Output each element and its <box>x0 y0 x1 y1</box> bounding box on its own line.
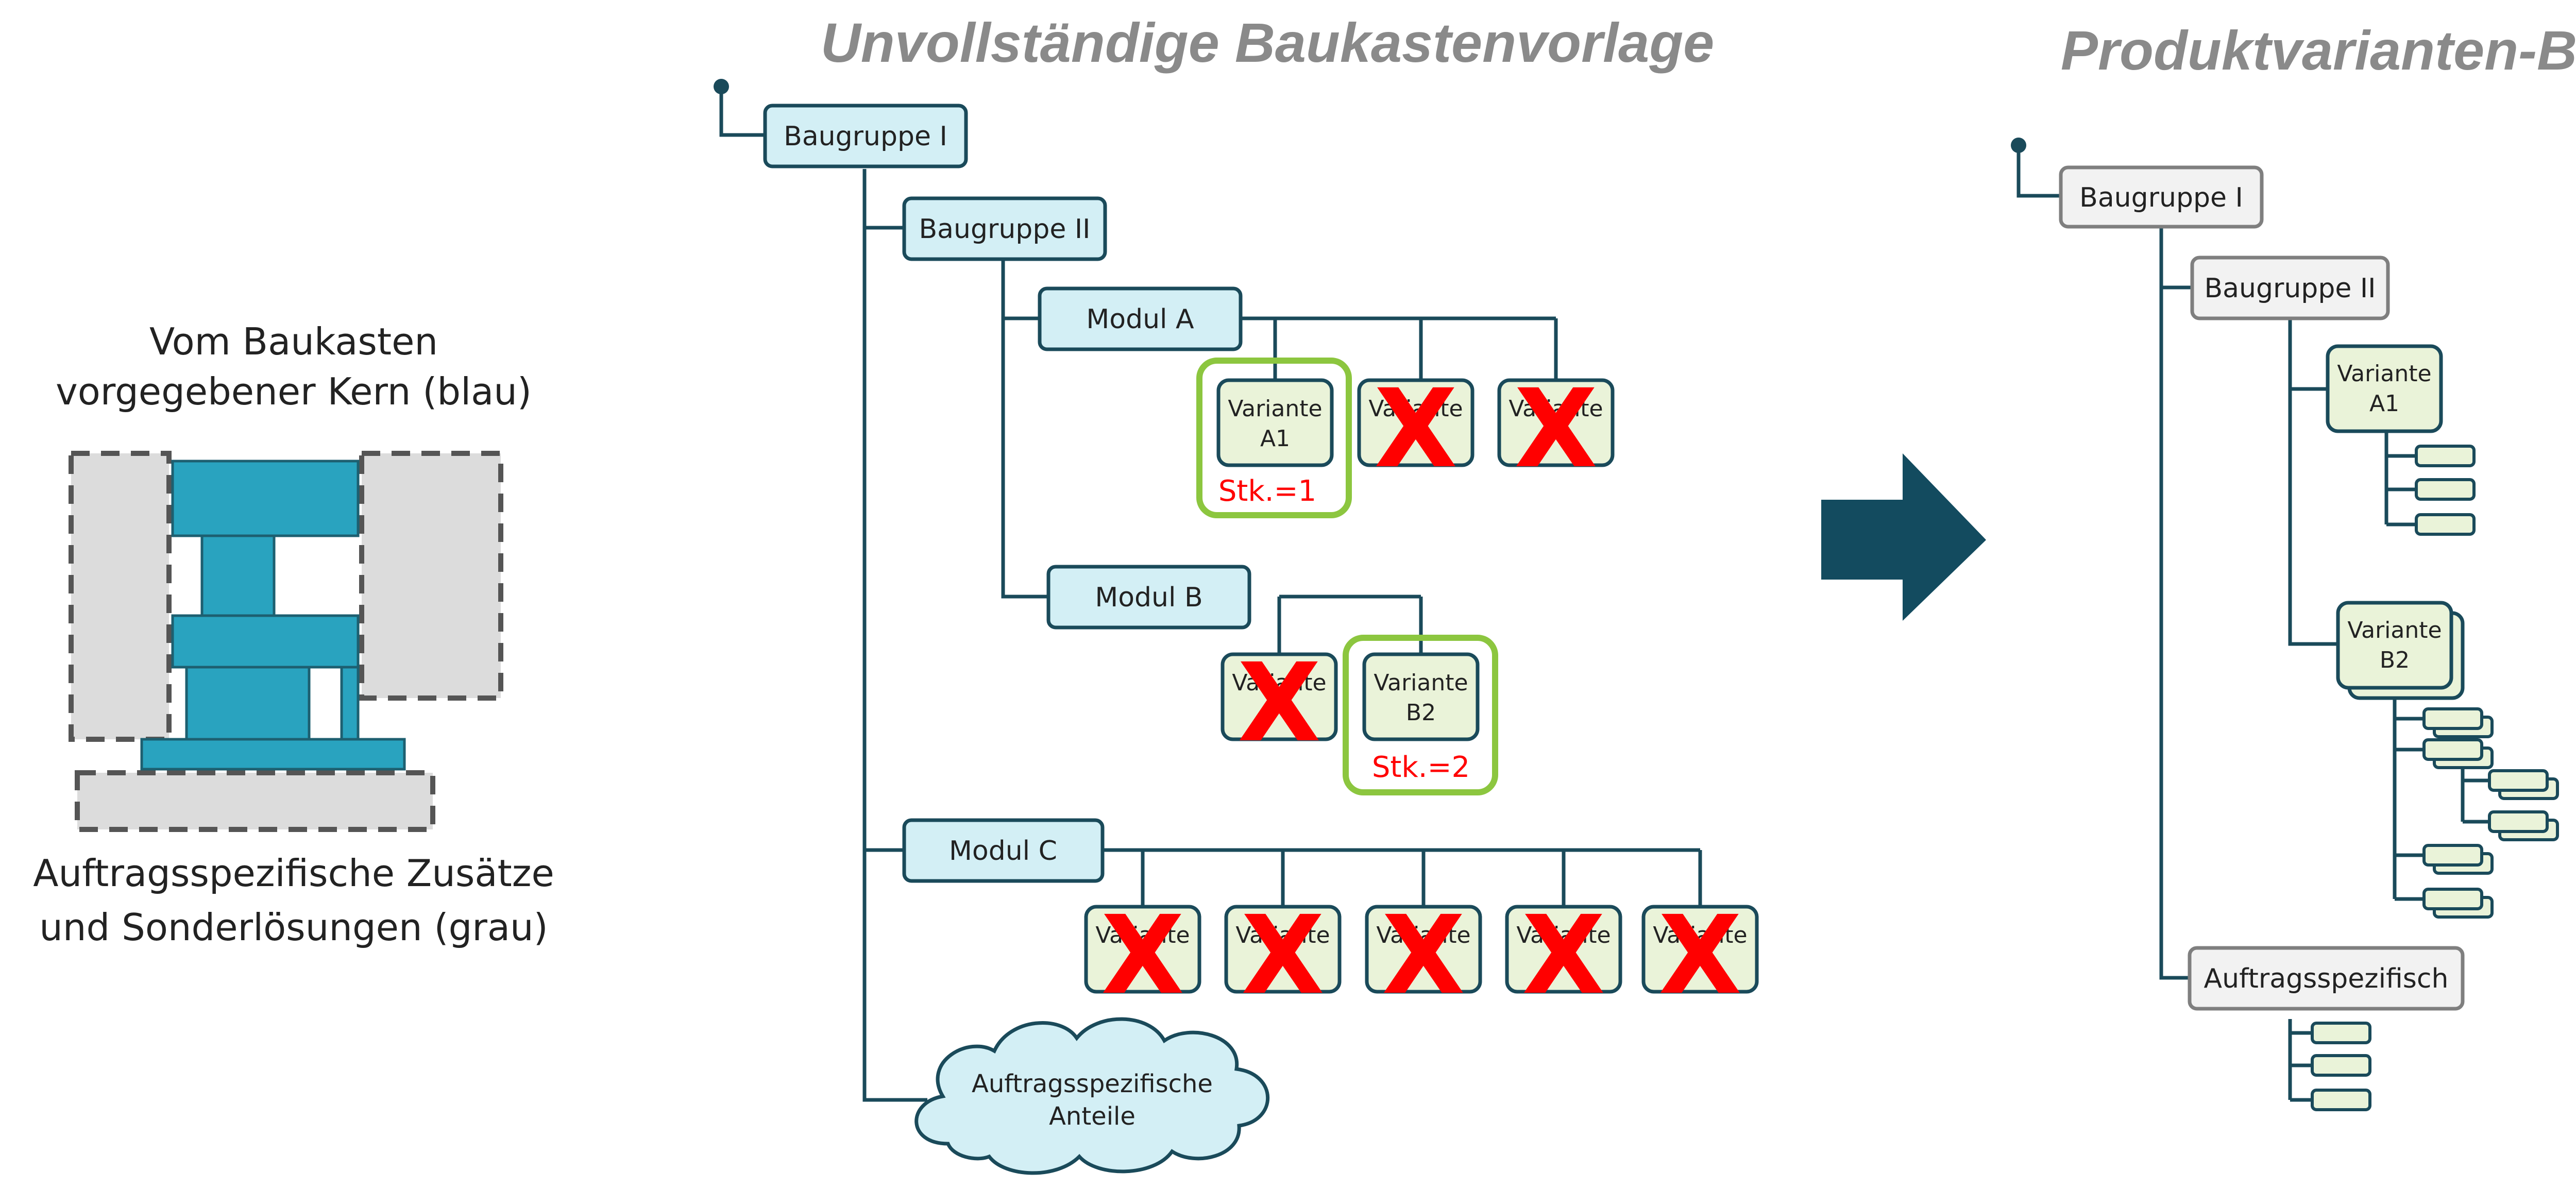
template-modul-b[interactable]: Modul B <box>1046 565 1251 630</box>
template-baugruppe-1-label: Baugruppe I <box>784 121 947 152</box>
template-root-dot <box>714 79 729 94</box>
template-variant-a1-word: Variante <box>1228 396 1322 422</box>
template-variant-b2[interactable]: Variante B2 Stk.=2 <box>1343 635 1498 795</box>
bom-baugruppe-2-label: Baugruppe II <box>2204 273 2376 304</box>
bom-baugruppe-2[interactable]: Baugruppe II <box>2190 256 2390 320</box>
template-variant-b2-word: Variante <box>1374 670 1468 696</box>
bom-a1-part-3[interactable] <box>2415 513 2476 536</box>
transform-arrow-icon <box>1821 453 1986 621</box>
template-modul-a-label: Modul A <box>1086 304 1194 335</box>
bom-variant-a1-code: A1 <box>2369 391 2399 417</box>
template-variant-a3-rejected[interactable]: Variante X <box>1497 366 1615 492</box>
bom-baugruppe-1-label: Baugruppe I <box>2079 182 2243 213</box>
template-modul-c-label: Modul C <box>949 836 1057 867</box>
bom-b2-subpart-2[interactable] <box>2488 810 2559 841</box>
template-variant-c2-word: Variante <box>1235 922 1330 948</box>
bom-variant-a1-word: Variante <box>2337 361 2431 387</box>
template-variant-a2-word: Variante <box>1368 396 1463 422</box>
template-variant-c1-word: Variante <box>1095 922 1190 948</box>
template-variant-c5-word: Variante <box>1653 922 1747 948</box>
grey-addition-base <box>75 770 435 832</box>
template-variant-a3-reject-x: X <box>1514 366 1598 492</box>
cloud-label-line2: Anteile <box>1049 1102 1136 1131</box>
template-modul-b-label: Modul B <box>1095 582 1202 613</box>
core-caption-line2: vorgegebener Kern (blau) <box>56 370 532 413</box>
bom-order-part-2[interactable] <box>2311 1054 2371 1077</box>
bom-b2-part-4[interactable] <box>2422 888 2494 919</box>
template-qty-a1: Stk.=1 <box>1218 474 1316 508</box>
bom-variant-b2[interactable]: Variante B2 <box>2336 601 2465 700</box>
bom-order-specific[interactable]: Auftragsspezifisch <box>2188 946 2465 1011</box>
bom-order-specific-label: Auftragsspezifisch <box>2204 963 2449 994</box>
template-baugruppe-2[interactable]: Baugruppe II <box>902 196 1107 261</box>
template-connectors <box>719 87 1702 1102</box>
template-variant-b1-rejected[interactable]: Variante X <box>1221 640 1338 766</box>
template-variant-b2-code: B2 <box>1406 700 1436 726</box>
template-modul-a[interactable]: Modul A <box>1038 286 1243 351</box>
template-modul-c[interactable]: Modul C <box>902 818 1105 883</box>
template-title: Unvollständige Baukastenvorlage <box>821 11 1715 74</box>
template-variant-b1-reject-x: X <box>1238 640 1321 766</box>
template-qty-b2: Stk.=2 <box>1372 751 1470 784</box>
bom-order-part-1[interactable] <box>2311 1022 2371 1044</box>
bom-tree: Produktvarianten-BOM <box>2011 19 2576 1111</box>
template-variant-b1-word: Variante <box>1232 670 1326 696</box>
template-order-specific-cloud[interactable]: Auftragsspezifische Anteile <box>914 1017 1270 1175</box>
template-variant-c2-rejected[interactable]: Variante X <box>1224 892 1342 1019</box>
core-machine-icon <box>140 460 406 771</box>
bom-title: Produktvarianten-BOM <box>2061 19 2576 81</box>
template-variant-c2-reject-x: X <box>1241 892 1325 1019</box>
template-variant-c3-word: Variante <box>1376 922 1470 948</box>
template-variant-c5-reject-x: X <box>1658 892 1742 1019</box>
bom-a1-part-1[interactable] <box>2415 445 2476 467</box>
template-baugruppe-2-label: Baugruppe II <box>919 214 1090 245</box>
bom-order-part-3[interactable] <box>2311 1089 2371 1111</box>
grey-addition-right <box>359 451 503 701</box>
bom-variant-b2-code: B2 <box>2380 647 2410 673</box>
bom-variant-b2-word: Variante <box>2347 617 2442 643</box>
template-baugruppe-1[interactable]: Baugruppe I <box>763 104 968 168</box>
bom-b2-subpart-1[interactable] <box>2488 769 2559 800</box>
template-tree: Unvollständige Baukastenvorlage <box>714 11 1759 1175</box>
template-variant-a1-code: A1 <box>1260 426 1290 452</box>
bom-baugruppe-1[interactable]: Baugruppe I <box>2059 165 2264 229</box>
template-variant-a2-reject-x: X <box>1374 366 1458 492</box>
template-variant-a1[interactable]: Variante A1 Stk.=1 <box>1196 358 1352 518</box>
template-variant-c1-rejected[interactable]: Variante X <box>1084 892 1201 1019</box>
bom-connectors <box>2016 145 2489 1102</box>
template-variant-c1-reject-x: X <box>1101 892 1184 1019</box>
template-variant-c4-word: Variante <box>1516 922 1611 948</box>
cloud-label-line1: Auftragsspezifische <box>972 1070 1213 1098</box>
bom-b2-part-1[interactable] <box>2422 707 2494 738</box>
template-variant-a3-word: Variante <box>1509 396 1603 422</box>
bom-root-dot <box>2011 138 2026 153</box>
bom-a1-part-2[interactable] <box>2415 478 2476 501</box>
bom-b2-part-3[interactable] <box>2422 844 2494 875</box>
extras-caption-line2: und Sonderlösungen (grau) <box>39 906 548 949</box>
template-variant-c4-rejected[interactable]: Variante X <box>1505 892 1622 1019</box>
left-panel: Vom Baukasten vorgegebener Kern (blau) A… <box>33 320 554 949</box>
template-variant-c3-rejected[interactable]: Variante X <box>1365 892 1482 1019</box>
core-caption-line1: Vom Baukasten <box>149 320 438 363</box>
template-variant-c3-reject-x: X <box>1382 892 1465 1019</box>
template-variant-c5-rejected[interactable]: Variante X <box>1641 892 1759 1019</box>
template-variant-c4-reject-x: X <box>1522 892 1605 1019</box>
template-variant-a2-rejected[interactable]: Variante X <box>1357 366 1475 492</box>
extras-caption-line1: Auftragsspezifische Zusätze <box>33 852 554 895</box>
bom-variant-a1[interactable]: Variante A1 <box>2326 344 2443 433</box>
bom-b2-part-2[interactable] <box>2422 738 2494 769</box>
grey-addition-left <box>69 451 172 742</box>
